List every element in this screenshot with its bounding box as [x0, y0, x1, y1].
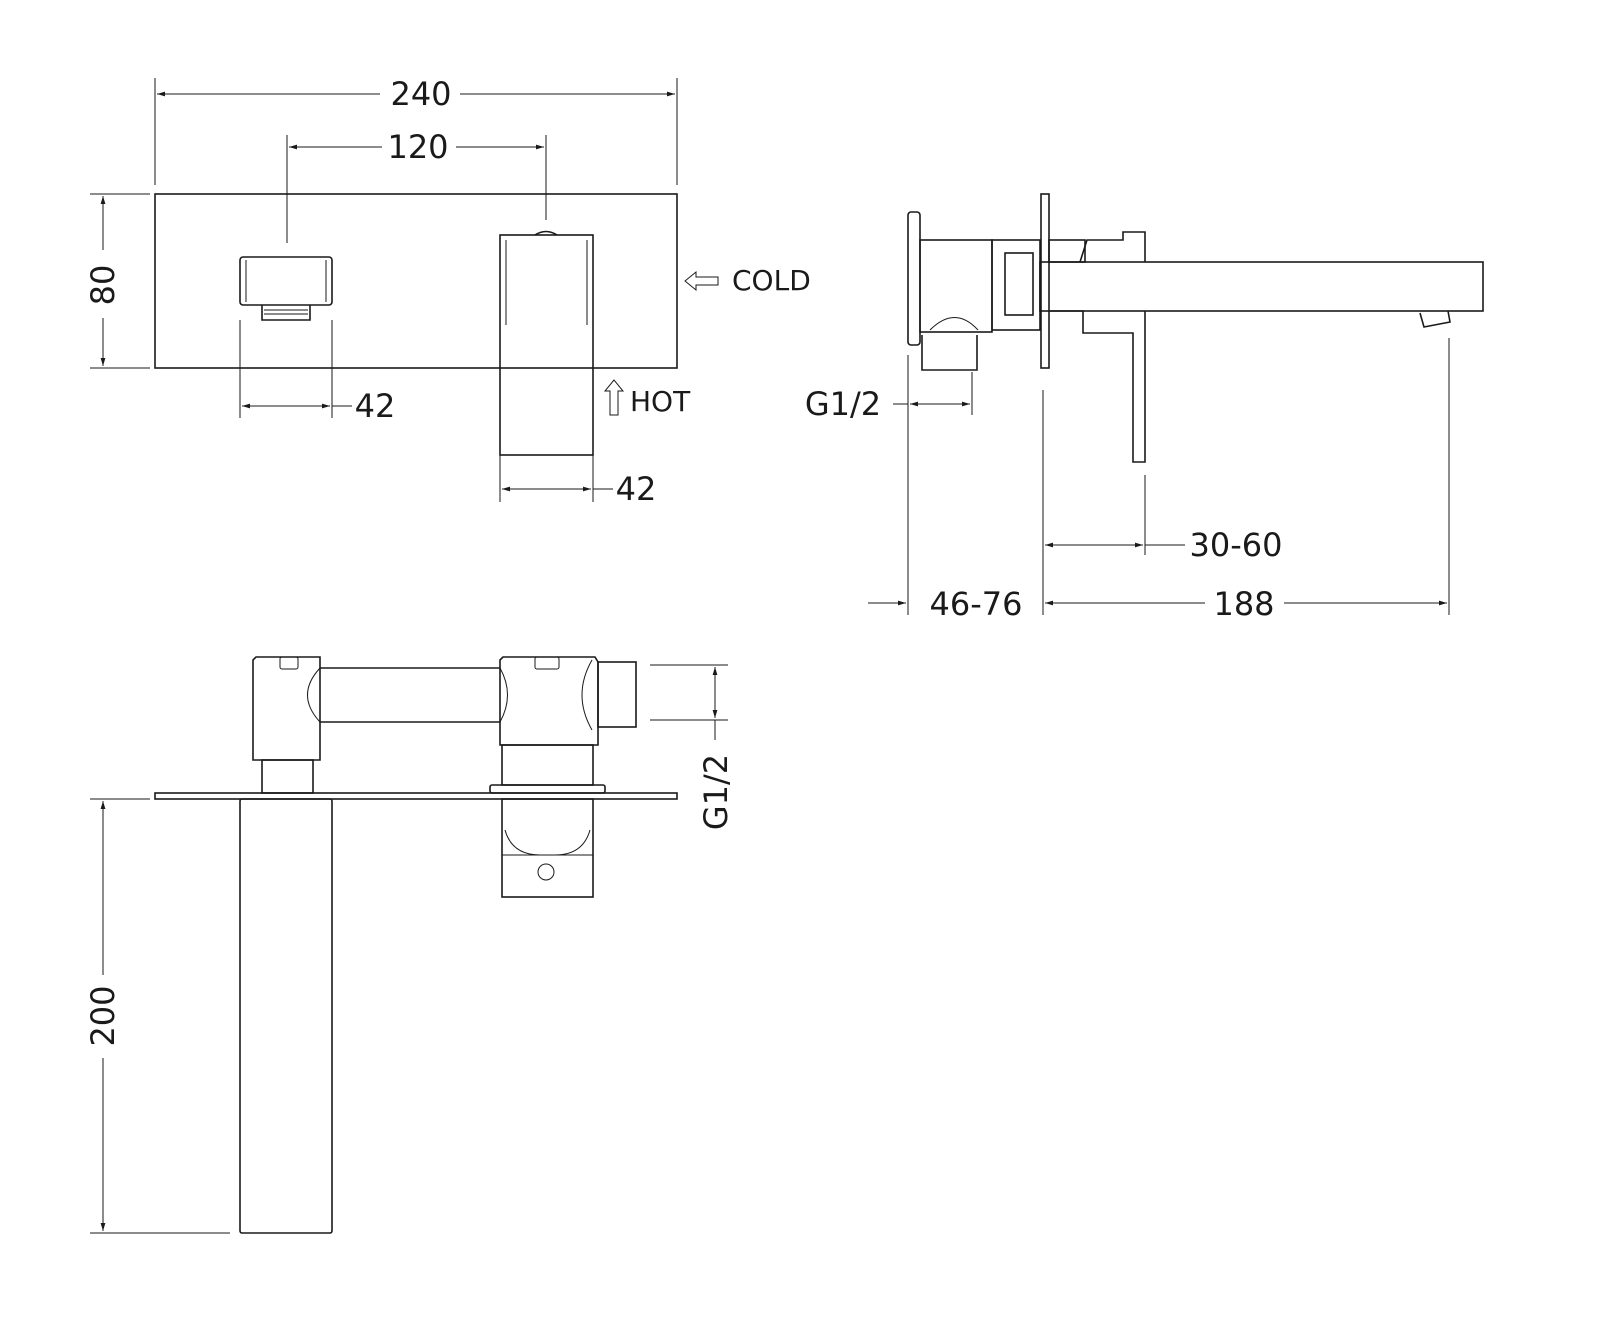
- mixer-valve: [499, 656, 599, 746]
- front-view: 240 120 80 42 42 COLD HOT: [84, 75, 811, 508]
- spout-valve: [252, 656, 321, 761]
- side-view: G1/2 30-60 46-76 188: [805, 193, 1484, 623]
- dim-top-inlet: G1/2: [697, 754, 735, 830]
- dim-centres: 120: [387, 128, 448, 166]
- dim-projection: 188: [1213, 585, 1274, 623]
- spout-side: [1039, 261, 1484, 312]
- handle-front: [499, 230, 594, 456]
- top-view: G1/2 200: [84, 656, 735, 1234]
- aerator-side: [1419, 310, 1451, 328]
- dim-spout-length: 200: [84, 985, 122, 1046]
- dim-side-inlet: G1/2: [805, 385, 881, 423]
- outlet-thread: [597, 661, 637, 728]
- lever-side: [1050, 310, 1146, 463]
- top-wall-plate: [154, 792, 678, 800]
- valve-flange: [907, 211, 921, 346]
- spout-front: [239, 256, 333, 321]
- cold-arrow-icon: [684, 270, 719, 292]
- spout-top: [239, 798, 333, 1234]
- hot-label: HOT: [630, 385, 691, 418]
- side-wall-plate: [1040, 193, 1050, 369]
- dim-lever-gap: 30-60: [1190, 526, 1283, 564]
- dim-height: 80: [84, 265, 122, 306]
- hot-arrow-icon: [603, 379, 625, 416]
- dim-wall-depth: 46-76: [930, 585, 1023, 623]
- handle-top: [501, 798, 594, 898]
- wall-plate: [154, 193, 678, 369]
- dim-spout-width: 42: [355, 387, 396, 425]
- dim-width: 240: [390, 75, 451, 113]
- connecting-pipe: [320, 667, 500, 723]
- cold-label: COLD: [732, 264, 811, 297]
- handle-screw: [537, 863, 555, 881]
- lever-top: [1079, 231, 1146, 263]
- valve-body: [919, 239, 993, 333]
- dim-handle-width: 42: [616, 470, 657, 508]
